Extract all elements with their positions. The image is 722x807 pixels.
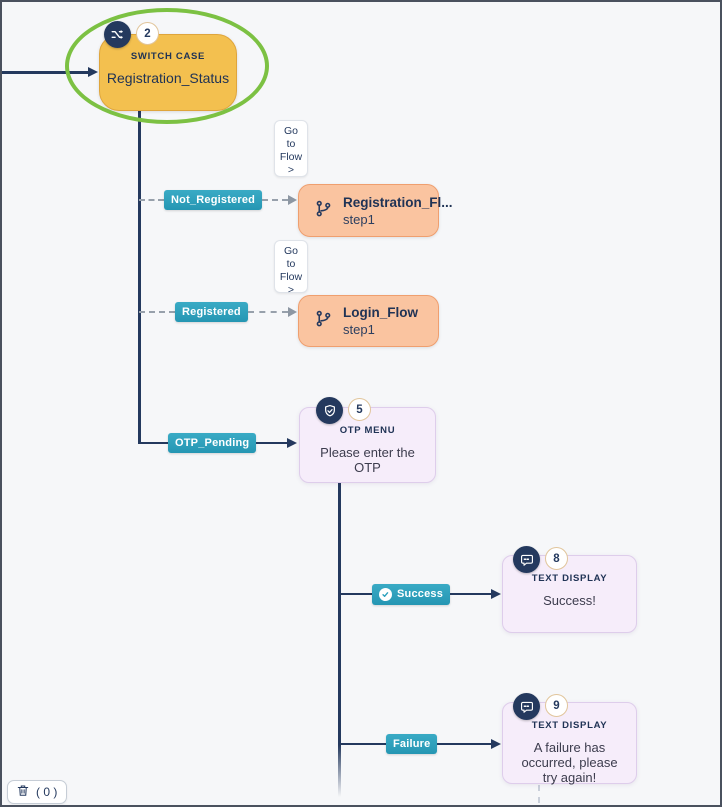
git-branch-icon <box>315 309 332 333</box>
flow-node-step: step1 <box>343 211 375 227</box>
chat-bubble-icon <box>513 546 540 573</box>
text-display-node-failure[interactable]: 9 TEXT DISPLAY A failure has occurred, p… <box>502 693 637 785</box>
go-to-flow-text-line: Flow <box>279 151 303 163</box>
step-number-badge: 9 <box>545 694 568 717</box>
trash-count-label: ( 0 ) <box>36 785 58 799</box>
shield-check-icon <box>316 397 343 424</box>
node-body-text: A failure has occurred, please try again… <box>521 740 618 785</box>
go-to-flow-text-line: Go <box>283 245 298 257</box>
go-to-flow-text-line: > <box>287 164 295 176</box>
node-type-label: TEXT DISPLAY <box>531 720 608 731</box>
solid-connector <box>340 592 372 596</box>
check-circle-icon <box>379 587 392 601</box>
branch-row-success: Success <box>340 582 501 606</box>
step-number-badge: 2 <box>136 22 159 45</box>
branch-chip-otp-pending[interactable]: OTP_Pending <box>168 433 257 453</box>
connector-arrowhead <box>491 739 501 749</box>
node-body-text: Success! <box>543 593 596 608</box>
otp-branch-trunk-line <box>338 483 341 745</box>
incoming-connector-line <box>2 71 89 74</box>
branch-row-otp-pending: OTP_Pending <box>139 431 297 455</box>
dashed-connector <box>262 199 288 201</box>
chat-bubble-icon <box>513 693 540 720</box>
branch-chip-success[interactable]: Success <box>372 583 451 605</box>
flow-node-title: Login_Flow <box>343 305 418 320</box>
trash-counter-button[interactable]: ( 0 ) <box>7 780 68 804</box>
switch-case-icon <box>104 21 131 48</box>
flow-node-registration[interactable]: Registration_Fl... step1 <box>298 184 453 237</box>
connector-arrowhead <box>287 438 297 448</box>
trash-icon <box>17 784 29 800</box>
flow-node-step: step1 <box>343 322 375 337</box>
go-to-flow-card-2[interactable]: Go to Flow > <box>274 240 308 296</box>
node-type-label: SWITCH CASE <box>130 51 206 62</box>
git-branch-icon <box>315 199 332 223</box>
flow-node-title: Registration_Fl... <box>343 194 453 210</box>
solid-connector <box>450 592 491 596</box>
dashed-connector <box>139 199 164 201</box>
flow-node-login[interactable]: Login_Flow step1 <box>298 295 439 347</box>
node-type-label: TEXT DISPLAY <box>531 573 608 584</box>
solid-connector <box>437 742 491 746</box>
switch-branch-trunk-line <box>138 110 141 444</box>
otp-menu-node[interactable]: 5 OTP MENU Please enter the OTP <box>299 397 436 483</box>
branch-chip-failure[interactable]: Failure <box>386 734 438 754</box>
go-to-flow-card-1[interactable]: Go to Flow > <box>274 120 308 177</box>
go-to-flow-text-line: to <box>286 258 296 270</box>
connector-arrowhead <box>288 307 297 317</box>
incoming-connector-arrowhead <box>88 66 98 77</box>
branch-row-registered: Registered <box>139 300 297 324</box>
branch-chip-not-registered[interactable]: Not_Registered <box>164 190 263 210</box>
step-number-badge: 8 <box>545 547 568 570</box>
branch-row-not-registered: Not_Registered <box>139 188 297 212</box>
dashed-connector <box>247 311 288 313</box>
step-number-badge: 5 <box>348 398 371 421</box>
node-body-text: Please enter the OTP <box>320 445 415 475</box>
go-to-flow-text-line: Flow <box>279 271 303 283</box>
switch-case-node[interactable]: 2 SWITCH CASE Registration_Status <box>99 21 237 111</box>
solid-connector <box>340 742 386 746</box>
branch-row-failure: Failure <box>340 732 501 756</box>
node-title: Registration_Status <box>106 70 230 86</box>
connector-arrowhead <box>491 589 501 599</box>
go-to-flow-text-line: Go <box>283 125 298 137</box>
solid-connector <box>139 441 168 445</box>
node-type-label: OTP MENU <box>339 425 396 436</box>
branch-chip-label: Success <box>397 588 444 600</box>
pending-connector-stub <box>538 785 540 803</box>
go-to-flow-text-line: > <box>287 284 295 296</box>
branch-chip-registered[interactable]: Registered <box>175 302 248 322</box>
solid-connector <box>256 441 287 445</box>
go-to-flow-text-line: to <box>286 138 296 150</box>
connector-arrowhead <box>288 195 297 205</box>
otp-branch-trunk-line-fade <box>338 745 341 797</box>
dashed-connector <box>139 311 175 313</box>
text-display-node-success[interactable]: 8 TEXT DISPLAY Success! <box>502 546 637 633</box>
